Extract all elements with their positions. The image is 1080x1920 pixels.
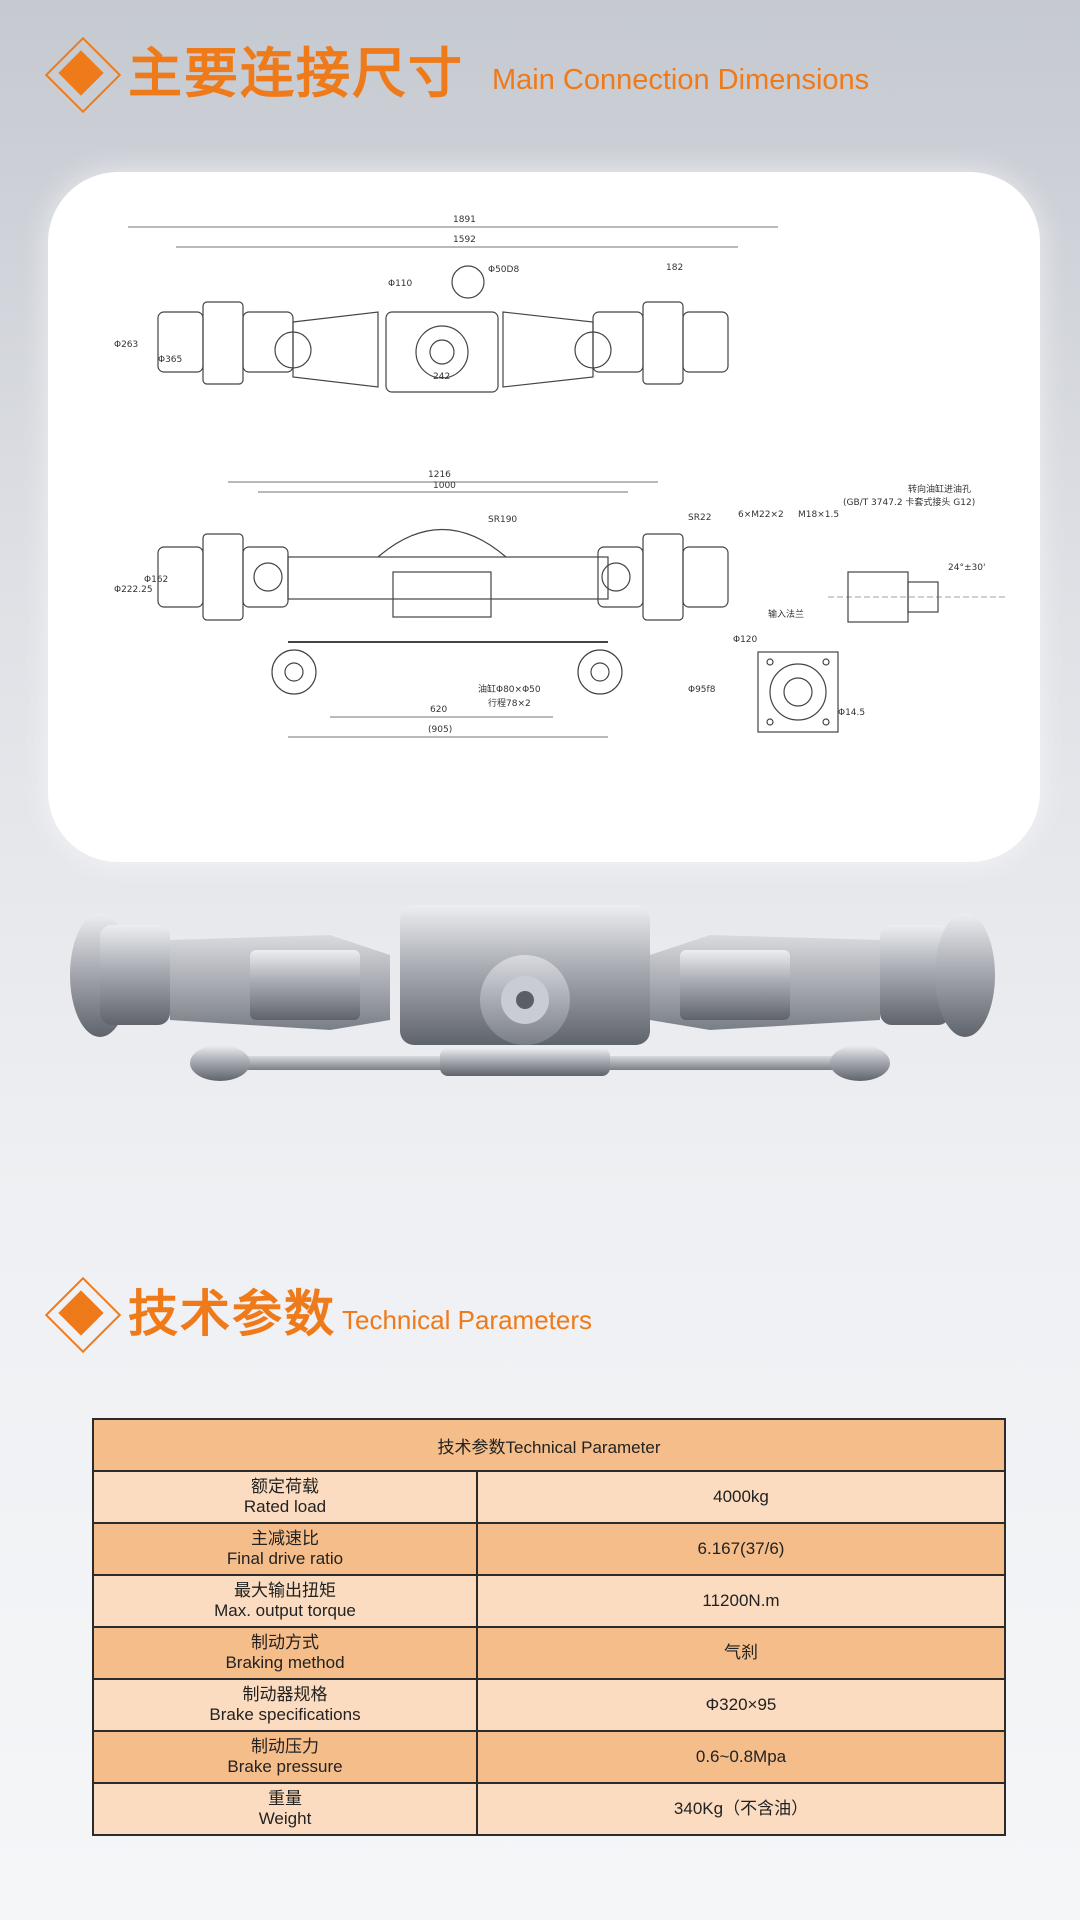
svg-text:(905): (905) — [428, 725, 452, 735]
svg-text:M18×1.5: M18×1.5 — [798, 510, 839, 520]
svg-text:SR190: SR190 — [488, 515, 517, 525]
svg-text:182: 182 — [666, 263, 683, 273]
param-value: 0.6~0.8Mpa — [476, 1730, 1006, 1784]
svg-text:Φ263: Φ263 — [114, 340, 138, 350]
svg-text:1592: 1592 — [453, 235, 476, 245]
svg-text:242: 242 — [433, 372, 450, 382]
svg-text:Φ14.5: Φ14.5 — [838, 708, 865, 718]
param-value: Φ320×95 — [476, 1678, 1006, 1732]
param-value: 气刹 — [476, 1626, 1006, 1680]
svg-text:Φ95f8: Φ95f8 — [688, 685, 716, 695]
axle-3d-render — [70, 905, 995, 1081]
parameters-title-cn: 技术参数 — [128, 1285, 336, 1343]
svg-text:Φ50D8: Φ50D8 — [488, 265, 519, 275]
svg-text:1000: 1000 — [433, 481, 456, 491]
svg-text:Φ120: Φ120 — [733, 635, 758, 645]
svg-text:SR22: SR22 — [688, 513, 711, 523]
dimensions-title-en: Main Connection Dimensions — [492, 64, 870, 96]
parameters-header: 技术参数 Technical Parameters — [44, 1276, 592, 1354]
svg-text:24°±30': 24°±30' — [948, 563, 985, 573]
svg-text:Φ222.25: Φ222.25 — [114, 585, 153, 595]
note-oil-port: 转向油缸进油孔 — [908, 483, 971, 495]
param-value: 340Kg（不含油） — [476, 1782, 1006, 1836]
svg-text:输入法兰: 输入法兰 — [768, 608, 804, 620]
svg-text:620: 620 — [430, 705, 447, 715]
param-value: 4000kg — [476, 1470, 1006, 1524]
svg-text:行程78×2: 行程78×2 — [488, 697, 531, 709]
diamond-icon — [44, 1276, 122, 1354]
axle-technical-drawing: 1891 1592 242 Φ263 Φ365 Φ110 Φ50D8 182 1… — [114, 215, 1008, 738]
svg-text:1891: 1891 — [453, 215, 476, 225]
dimensions-title-cn: 主要连接尺寸 — [128, 42, 464, 105]
dimensions-header: 主要连接尺寸 Main Connection Dimensions — [44, 36, 870, 114]
svg-text:1216: 1216 — [428, 470, 451, 480]
svg-text:(GB/T 3747.2 卡套式接头 G12): (GB/T 3747.2 卡套式接头 G12) — [843, 496, 975, 508]
svg-text:油缸Φ80×Φ50: 油缸Φ80×Φ50 — [478, 683, 541, 695]
svg-text:6×M22×2: 6×M22×2 — [738, 510, 784, 520]
svg-text:Φ162: Φ162 — [144, 575, 168, 585]
svg-text:Φ110: Φ110 — [388, 279, 413, 289]
parameters-title-en: Technical Parameters — [342, 1305, 592, 1335]
table-caption: 技术参数Technical Parameter — [92, 1418, 1006, 1472]
svg-text:Φ365: Φ365 — [158, 355, 182, 365]
param-value: 11200N.m — [476, 1574, 1006, 1628]
diamond-icon — [44, 36, 122, 114]
technical-drawing-panel: 1891 1592 242 Φ263 Φ365 Φ110 Φ50D8 182 1… — [48, 172, 1040, 862]
param-value: 6.167(37/6) — [476, 1522, 1006, 1576]
